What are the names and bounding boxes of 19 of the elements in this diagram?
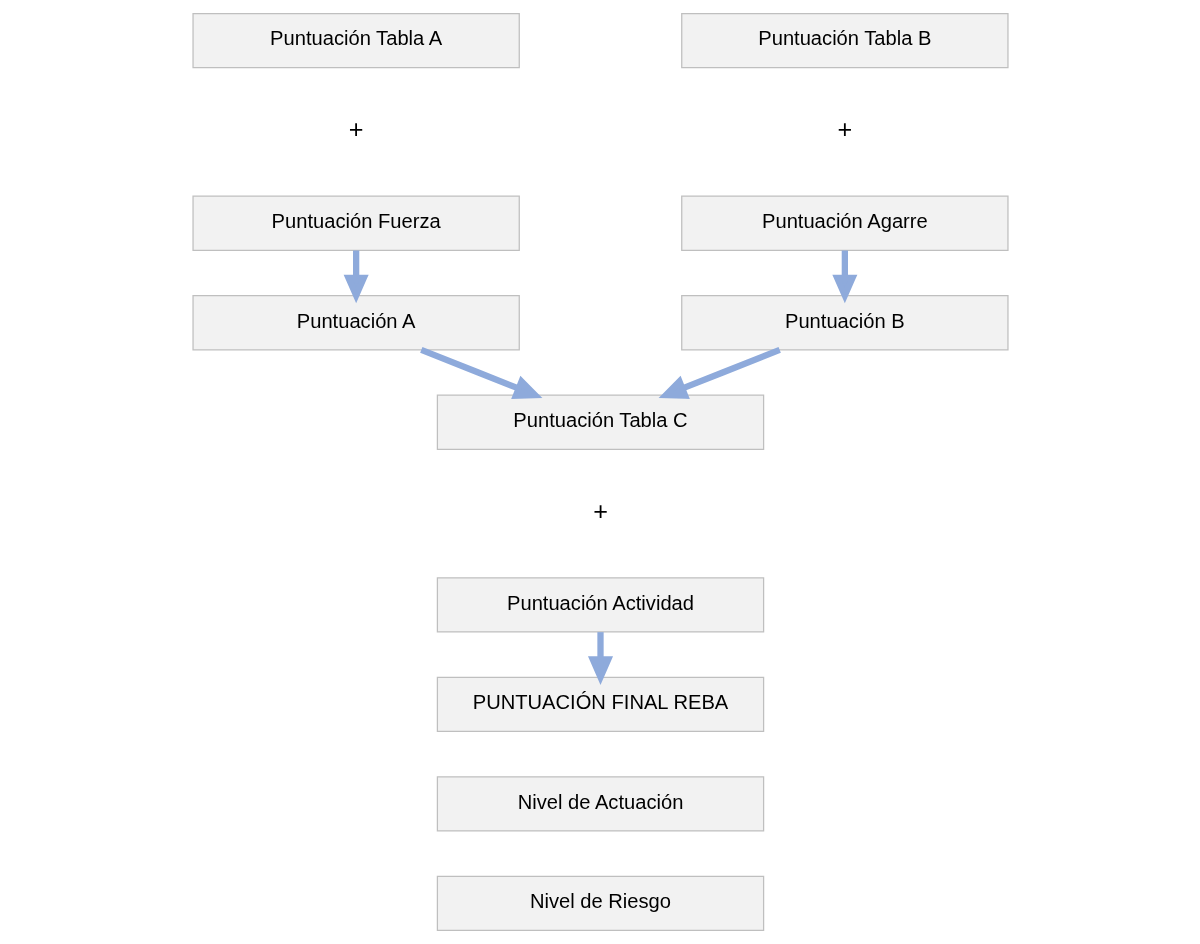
node-box: Puntuación Fuerza	[191, 195, 520, 251]
node-box: Puntuación Tabla C	[436, 394, 764, 450]
node-box: Puntuación Actividad	[436, 577, 764, 633]
node-box: Puntuación B	[680, 295, 1009, 351]
node-box: Nivel de Actuación	[436, 776, 764, 832]
arrow	[831, 250, 857, 304]
label: +	[348, 115, 364, 144]
node-box: PUNTUACIÓN FINAL REBA	[436, 676, 764, 733]
arrow	[658, 346, 781, 399]
node-box: Puntuación Agarre	[680, 195, 1009, 251]
node-box: Puntuación Tabla A	[191, 12, 520, 69]
node-box: Puntuación A	[191, 295, 520, 351]
arrow	[419, 346, 542, 399]
arrow	[343, 250, 369, 304]
arrow	[587, 632, 613, 685]
node-box: Puntuación Tabla B	[680, 12, 1009, 69]
label: +	[592, 496, 608, 525]
node-box: Nivel de Riesgo	[436, 875, 764, 932]
label: +	[836, 115, 852, 144]
